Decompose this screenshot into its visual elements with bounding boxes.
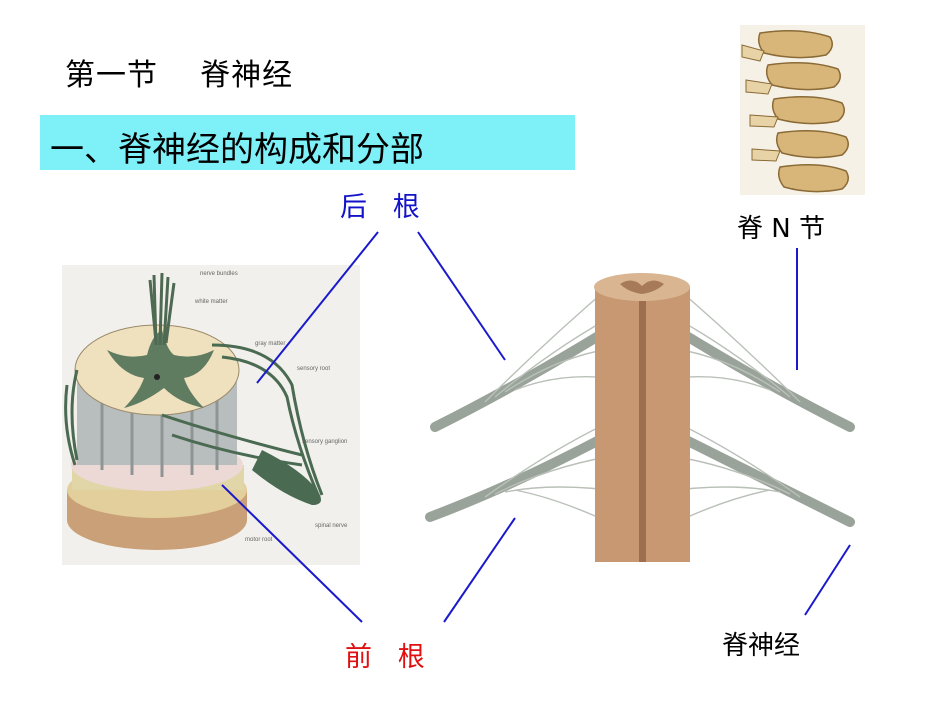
label-white-matter: white matter bbox=[194, 299, 228, 305]
label-motor-root: motor root bbox=[245, 537, 273, 543]
label-sensory-root: sensory root bbox=[297, 366, 330, 372]
dorsal-root-pointer-right bbox=[417, 231, 506, 361]
ventral-root-label: 前 根 bbox=[345, 642, 425, 673]
ventral-root-pointer-right bbox=[443, 517, 516, 623]
spinal-nerve-pointer bbox=[804, 544, 851, 616]
label-nerve-bundles: nerve bundles bbox=[200, 271, 238, 277]
ventral-root-pointer-left bbox=[221, 484, 363, 623]
spinal-nerve-label: 脊神经 bbox=[722, 631, 801, 661]
section-heading: 一、脊神经的构成和分部 bbox=[50, 130, 424, 170]
heading-banner bbox=[40, 115, 575, 170]
vertebra-n-label: 脊 N 节 bbox=[737, 214, 825, 244]
label-sensory-ganglion: sensory ganglion bbox=[302, 439, 347, 445]
dorsal-root-label: 后 根 bbox=[340, 192, 420, 223]
label-spinal-nerve: spinal nerve bbox=[315, 523, 348, 529]
spinal-cord-nerves-image bbox=[425, 273, 855, 562]
dorsal-root-pointer-left bbox=[256, 231, 379, 384]
label-gray-matter: gray matter bbox=[255, 341, 285, 347]
slide-title: 第一节 脊神经 bbox=[65, 58, 294, 93]
vertebral-column-image bbox=[740, 25, 865, 195]
